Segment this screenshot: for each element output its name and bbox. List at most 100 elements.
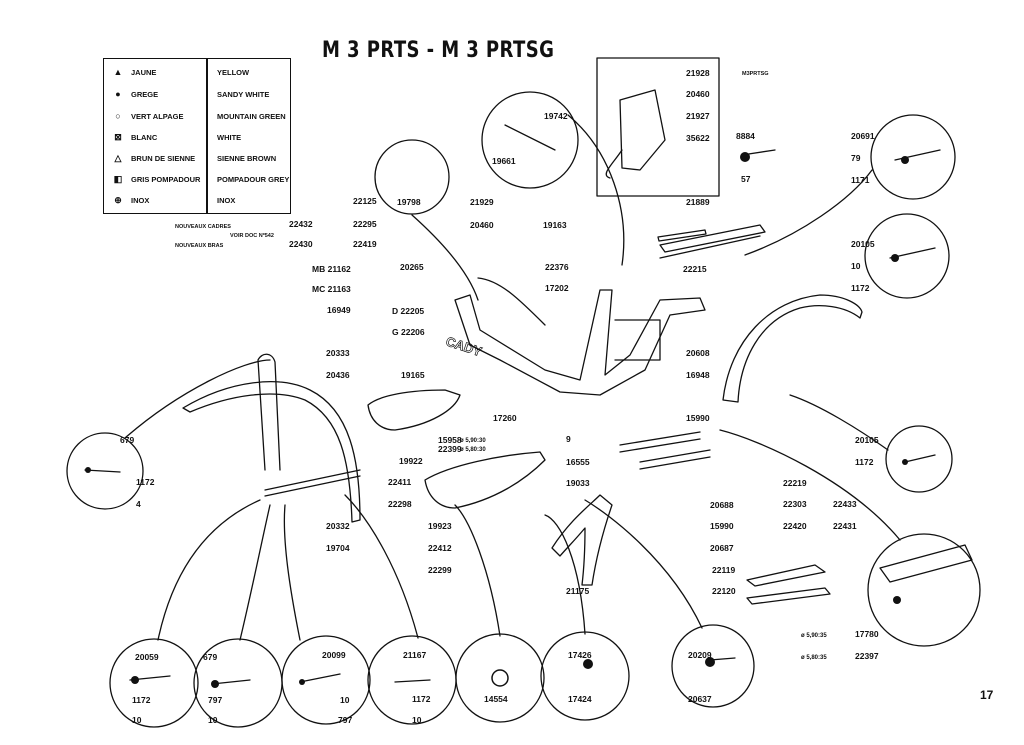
part-label: 679 [203, 652, 218, 662]
legend-fr: INOX [131, 196, 150, 205]
part-label: 22303 [783, 499, 807, 509]
legend-fr: GREGE [131, 90, 159, 99]
part-label: 22295 [353, 219, 377, 229]
part-label: 22432 [289, 219, 313, 229]
frame-strut [614, 319, 661, 361]
part-label: 20691 [851, 131, 875, 141]
note-nouveaux-bras: NOUVEAUX BRAS [175, 243, 224, 249]
part-label: 20460 [470, 220, 494, 230]
part-label: 17780 [855, 629, 879, 639]
center-stand [551, 494, 613, 586]
part-label: 22420 [783, 521, 807, 531]
part-label: 19661 [492, 156, 516, 166]
part-label: 19165 [401, 370, 425, 380]
part-label: 20332 [326, 521, 350, 531]
part-label: 21889 [686, 197, 710, 207]
rear-fender [722, 294, 863, 403]
fuel-tank [619, 89, 666, 171]
part-label: 22219 [783, 478, 807, 488]
fender-rod [264, 469, 361, 497]
legend-en: MOUNTAIN GREEN [217, 112, 286, 121]
part-label: 17424 [568, 694, 592, 704]
part-label: 20059 [135, 652, 159, 662]
legend-fr: GRIS POMPADOUR [131, 175, 201, 184]
part-label: 16949 [327, 305, 351, 315]
dimension-note: ø 5,80:30 [460, 447, 486, 453]
detail-circle-bolt-a [870, 114, 956, 200]
part-label: 17260 [493, 413, 517, 423]
part-label: 1172 [851, 283, 870, 293]
legend-fr: BRUN DE SIENNE [131, 154, 196, 163]
tank-box [596, 57, 720, 197]
hinge-plate [879, 544, 973, 583]
leader-b5 [454, 504, 501, 637]
part-number: 22206 [401, 327, 425, 337]
part-label: 22119 [712, 565, 736, 575]
detail-circle-b5 [455, 633, 545, 723]
circled-plus-icon: ⊕ [114, 195, 122, 205]
part-label: 22430 [289, 239, 313, 249]
filled-triangle-icon: ▲ [113, 67, 123, 77]
leader-b1 [157, 499, 261, 641]
part-number: 21162 [327, 264, 351, 274]
part-label: 4 [136, 499, 141, 509]
open-circle-icon: ○ [115, 111, 121, 121]
detail-circle-b3 [281, 635, 371, 725]
part-label: 20105 [851, 239, 875, 249]
prefix: MB [312, 264, 326, 274]
part-label: 19923 [428, 521, 452, 531]
leader-grip [567, 114, 625, 266]
part-label: 10 [340, 695, 350, 705]
part-label: 19163 [543, 220, 567, 230]
dimension-note: ø 5,90:35 [801, 633, 827, 639]
leader-hinge [719, 429, 901, 541]
part-label-g: G 22206 [392, 327, 425, 337]
legend-divider [206, 59, 208, 213]
part-label: 20105 [855, 435, 879, 445]
part-label: 20688 [710, 500, 734, 510]
leader-b4 [344, 494, 419, 639]
detail-circle-left [66, 432, 144, 510]
part-label: 19033 [566, 478, 590, 488]
part-label: 20460 [686, 89, 710, 99]
legend-en: POMPADOUR GREY [217, 175, 290, 184]
leader-b2 [239, 504, 271, 641]
part-label: 1171 [851, 175, 870, 185]
part-label: 19742 [544, 111, 568, 121]
part-label: 22125 [353, 196, 377, 206]
prefix: MC [312, 284, 326, 294]
part-label: 10 [208, 715, 218, 725]
legend-en: WHITE [217, 133, 242, 142]
part-label: 20436 [326, 370, 350, 380]
side-cover-lower [424, 451, 546, 509]
part-label: 35622 [686, 133, 710, 143]
part-label: 19798 [397, 197, 421, 207]
part-label: 19922 [399, 456, 423, 466]
frame-tube [477, 277, 546, 326]
part-label: 10 [132, 715, 142, 725]
tank-pipe [605, 149, 623, 179]
legend-en: YELLOW [217, 68, 250, 77]
frame-body [454, 289, 706, 396]
page-title: M 3 PRTS - M 3 PRTSG [322, 38, 555, 63]
luggage-carrier [659, 224, 766, 259]
part-label: 21175 [566, 586, 590, 596]
part-label: 21928 [686, 68, 710, 78]
part-label: 20333 [326, 348, 350, 358]
part-label-mb: MB 21162 [312, 264, 351, 274]
lever-1 [619, 431, 701, 453]
filled-dot-icon: ● [115, 89, 121, 99]
part-label: 10 [412, 715, 422, 725]
part-label: 22433 [833, 499, 857, 509]
part-label: 21167 [403, 650, 427, 660]
part-label: 20099 [322, 650, 346, 660]
part-label: 20608 [686, 348, 710, 358]
detail-circle-bolt-c [885, 425, 953, 493]
part-label: 1172 [412, 694, 431, 704]
